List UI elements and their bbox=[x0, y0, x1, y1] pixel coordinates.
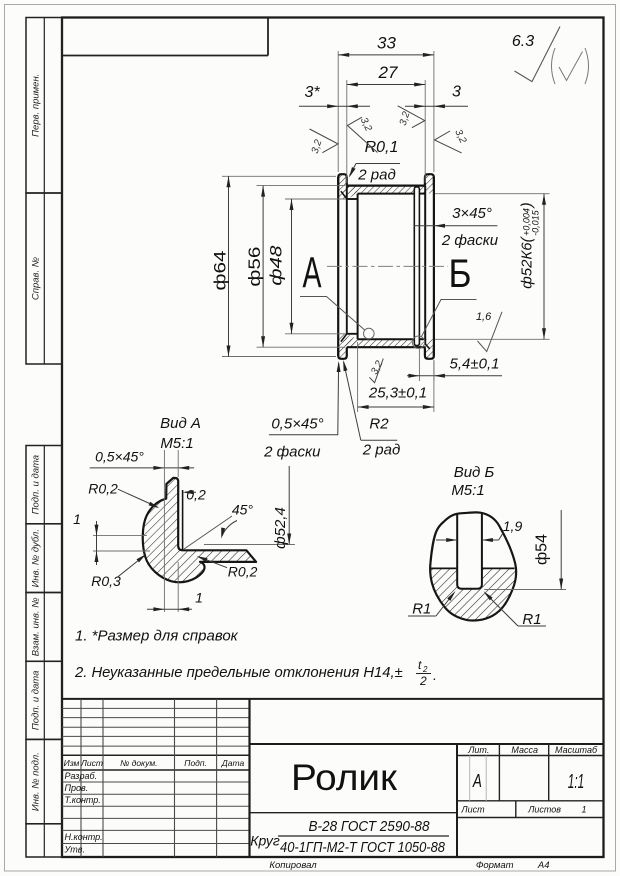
svg-text:0,2: 0,2 bbox=[186, 487, 206, 503]
svg-text:33: 33 bbox=[377, 34, 396, 53]
svg-text:R0,2: R0,2 bbox=[228, 564, 258, 580]
svg-text:Справ. №: Справ. № bbox=[31, 257, 42, 300]
svg-text:0,5×45°: 0,5×45° bbox=[271, 416, 323, 433]
svg-text:1,9: 1,9 bbox=[503, 518, 523, 534]
svg-text:1: 1 bbox=[581, 805, 586, 815]
svg-text:М5:1: М5:1 bbox=[451, 482, 484, 499]
svg-text:2 фаски: 2 фаски bbox=[263, 443, 321, 460]
svg-text:Б: Б bbox=[449, 252, 472, 296]
svg-text:3: 3 bbox=[452, 84, 461, 101]
svg-text:ф54: ф54 bbox=[534, 534, 551, 565]
svg-text:3×45°: 3×45° bbox=[452, 205, 492, 222]
svg-text:2. Неуказанные предельные откл: 2. Неуказанные предельные отклонения Н14… bbox=[74, 665, 403, 681]
svg-text:ф48: ф48 bbox=[267, 245, 286, 286]
svg-text:3,2: 3,2 bbox=[310, 138, 325, 155]
svg-text:ф64: ф64 bbox=[211, 251, 230, 291]
svg-text:ф56: ф56 bbox=[245, 247, 264, 287]
svg-text:-0,015: -0,015 bbox=[531, 209, 541, 236]
svg-text:Формат: Формат bbox=[476, 860, 514, 871]
svg-text:Разраб.: Разраб. bbox=[65, 771, 98, 781]
svg-text:Подп. и дата: Подп. и дата bbox=[31, 455, 42, 514]
svg-text:Листов: Листов bbox=[527, 805, 561, 815]
svg-text:27: 27 bbox=[378, 63, 398, 82]
svg-text:Пров.: Пров. bbox=[65, 783, 89, 793]
svg-text:25,3±0,1: 25,3±0,1 bbox=[368, 385, 427, 402]
svg-text:Лист: Лист bbox=[460, 805, 485, 815]
svg-text:Взам. инв. №: Взам. инв. № bbox=[31, 598, 42, 657]
svg-text:R1: R1 bbox=[412, 601, 431, 618]
svg-text:ф52К6(: ф52К6( bbox=[519, 235, 536, 288]
svg-text:А: А bbox=[472, 771, 482, 791]
svg-text:Вид Б: Вид Б bbox=[454, 464, 495, 481]
svg-text:Т.контр.: Т.контр. bbox=[65, 795, 101, 805]
svg-text:0,5×45°: 0,5×45° bbox=[95, 449, 144, 465]
svg-text:Масса: Масса bbox=[511, 745, 538, 755]
svg-text:Круг: Круг bbox=[250, 833, 280, 849]
svg-text:): ) bbox=[519, 202, 536, 209]
svg-text:R0,3: R0,3 bbox=[91, 573, 121, 589]
svg-text:t: t bbox=[418, 658, 422, 672]
svg-text:№ докум.: № докум. bbox=[120, 758, 157, 768]
svg-text:6.3: 6.3 bbox=[512, 33, 534, 50]
svg-text:Подп.: Подп. bbox=[184, 758, 207, 768]
svg-text:Ролик: Ролик bbox=[291, 757, 398, 798]
svg-text:R1: R1 bbox=[522, 611, 541, 628]
svg-text:Лист: Лист bbox=[80, 758, 103, 768]
svg-text:.: . bbox=[433, 667, 437, 683]
svg-text:Инв. № дубл.: Инв. № дубл. bbox=[31, 529, 42, 587]
svg-text:ф52,4: ф52,4 bbox=[272, 507, 289, 549]
svg-text:1,6: 1,6 bbox=[476, 311, 492, 323]
svg-text:Утв.: Утв. bbox=[64, 845, 85, 855]
svg-text:Н.контр.: Н.контр. bbox=[65, 832, 103, 842]
svg-text:1: 1 bbox=[73, 511, 81, 527]
svg-text:Вид А: Вид А bbox=[160, 415, 201, 432]
svg-text:2 фаски: 2 фаски bbox=[441, 232, 499, 249]
svg-text:R0,1: R0,1 bbox=[365, 139, 399, 156]
svg-text:Инв. № подл.: Инв. № подл. bbox=[31, 752, 42, 811]
svg-text:Перв. примен.: Перв. примен. bbox=[31, 74, 42, 137]
svg-text:3,2: 3,2 bbox=[358, 116, 374, 134]
svg-text:+0,004: +0,004 bbox=[522, 208, 532, 236]
svg-text:Лит.: Лит. bbox=[467, 745, 489, 755]
svg-text:1:1: 1:1 bbox=[568, 771, 585, 793]
svg-text:1: 1 bbox=[195, 590, 203, 606]
svg-text:В-28 ГОСТ 2590-88: В-28 ГОСТ 2590-88 bbox=[309, 818, 431, 835]
svg-text:2 рад: 2 рад bbox=[357, 167, 396, 184]
svg-text:2 рад: 2 рад bbox=[362, 442, 401, 459]
svg-text:3,2: 3,2 bbox=[452, 128, 468, 146]
svg-text:М5:1: М5:1 bbox=[160, 435, 193, 452]
svg-text:Масштаб: Масштаб bbox=[555, 745, 598, 755]
svg-text:А4: А4 bbox=[537, 860, 550, 871]
svg-text:Подп. и дата: Подп. и дата bbox=[31, 671, 42, 730]
svg-text:3,2: 3,2 bbox=[398, 110, 413, 127]
svg-text:1. *Размер для справок: 1. *Размер для справок bbox=[75, 628, 239, 645]
svg-text:R2: R2 bbox=[369, 416, 389, 433]
svg-text:Копировал: Копировал bbox=[269, 860, 317, 871]
svg-text:R0,2: R0,2 bbox=[88, 481, 118, 497]
svg-text:5,4±0,1: 5,4±0,1 bbox=[450, 356, 500, 373]
svg-text:Дата: Дата bbox=[221, 758, 245, 768]
svg-text:40-1ГП-М2-Т ГОСТ 1050-88: 40-1ГП-М2-Т ГОСТ 1050-88 bbox=[280, 840, 445, 856]
svg-text:А: А bbox=[303, 249, 322, 298]
svg-text:2: 2 bbox=[422, 665, 428, 674]
svg-text:2: 2 bbox=[419, 674, 427, 688]
svg-text:Изм: Изм bbox=[64, 758, 80, 768]
svg-text:3*: 3* bbox=[304, 84, 320, 101]
svg-text:45°: 45° bbox=[232, 502, 254, 518]
